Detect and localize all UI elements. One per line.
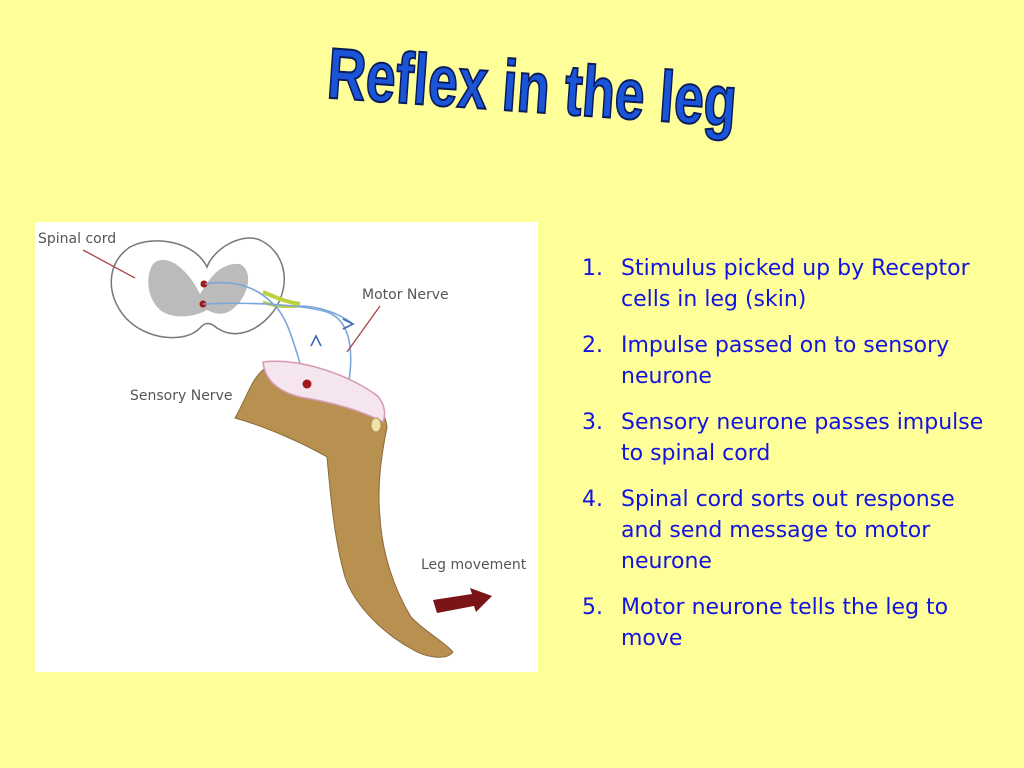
step-text: Sensory neurone passes impulse to spinal… — [621, 410, 984, 466]
sensory-root — [262, 290, 301, 306]
step-number: 5. — [582, 595, 603, 620]
spinal-cord-pointer — [82, 249, 136, 279]
motor-arrow-head — [342, 318, 355, 330]
reflex-steps-list: 1. Stimulus picked up by Receptor cells … — [582, 253, 1002, 669]
step-item: 2. Impulse passed on to sensory neurone — [582, 330, 1002, 392]
knee-tendon — [370, 417, 382, 433]
sensory-nerve-label: Sensory Nerve — [130, 388, 232, 404]
receptor-marker — [302, 379, 312, 389]
step-number: 3. — [582, 410, 603, 435]
step-text: Impulse passed on to sensory neurone — [621, 333, 950, 389]
step-item: 4. Spinal cord sorts out response and se… — [582, 484, 1002, 577]
step-item: 1. Stimulus picked up by Receptor cells … — [582, 253, 1002, 315]
slide-title: Reflex in the leg — [0, 0, 1024, 175]
step-number: 4. — [582, 487, 603, 512]
sensory-arrow-head — [310, 334, 322, 347]
step-number: 1. — [582, 256, 603, 281]
step-item: 5. Motor neurone tells the leg to move — [582, 592, 1002, 654]
motor-nerve-label: Motor Nerve — [362, 287, 449, 303]
thigh-cutaway — [262, 360, 386, 424]
leg-movement-label: Leg movement — [421, 557, 527, 573]
motor-nerve-path — [202, 302, 352, 393]
step-text: Spinal cord sorts out response and send … — [621, 487, 955, 574]
step-item: 3. Sensory neurone passes impulse to spi… — [582, 407, 1002, 469]
leg-illustration — [234, 360, 454, 658]
reflex-diagram: Spinal cord Motor Nerve Sensory Nerve Le… — [35, 222, 538, 672]
slide-title-text: Reflex in the leg — [325, 34, 740, 142]
step-number: 2. — [582, 333, 603, 358]
spinal-cord-label: Spinal cord — [38, 231, 116, 247]
sensory-nerve-path — [204, 281, 308, 385]
step-text: Motor neurone tells the leg to move — [621, 595, 949, 651]
spinal-cord-section — [110, 237, 301, 339]
interneurone-marker — [200, 280, 208, 288]
leg-movement-arrow — [433, 588, 492, 613]
motor-nerve-pointer — [346, 305, 381, 353]
step-text: Stimulus picked up by Receptor cells in … — [621, 256, 970, 312]
